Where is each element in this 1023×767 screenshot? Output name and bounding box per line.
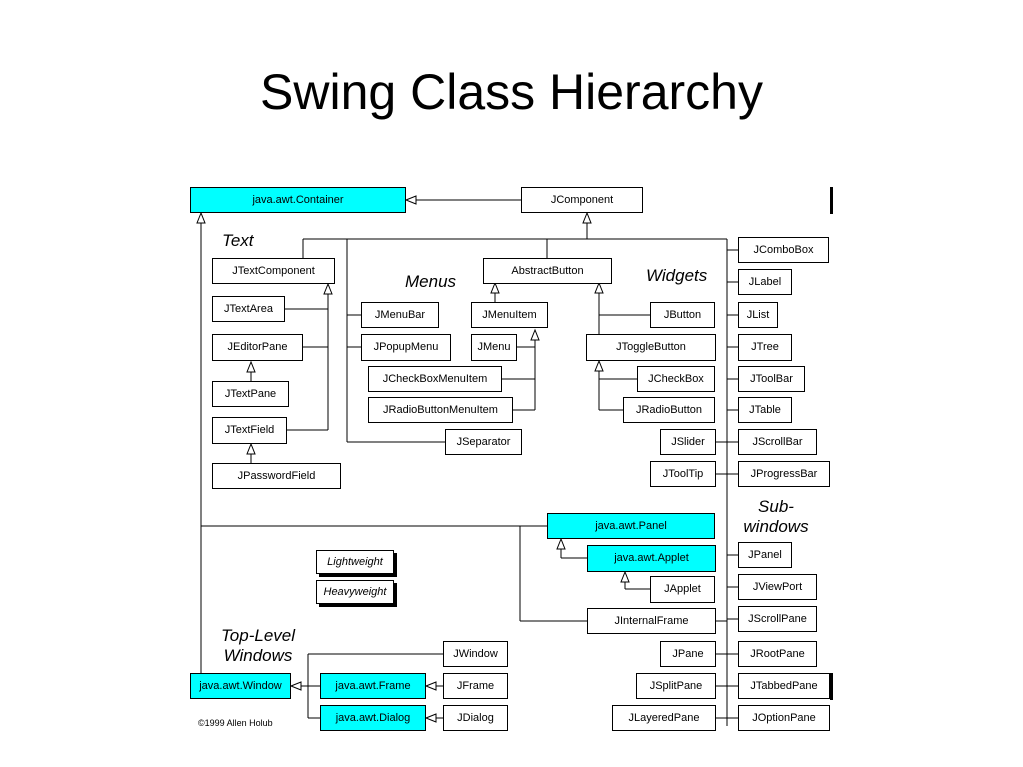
class-jtree: JTree bbox=[738, 334, 792, 361]
class-jradiobutton: JRadioButton bbox=[623, 397, 715, 423]
arrow-jmenuitem bbox=[530, 328, 540, 341]
class-jinternalframe: JInternalFrame bbox=[587, 608, 716, 634]
class-jpane: JPane bbox=[660, 641, 716, 667]
class-jradiobuttonmenuitem: JRadioButtonMenuItem bbox=[368, 397, 513, 423]
section-label-toplevel: Top-Level Windows bbox=[212, 626, 304, 666]
arrow-abstractbutton-right bbox=[594, 281, 604, 294]
class-jcheckboxmenuitem: JCheckBoxMenuItem bbox=[368, 366, 502, 392]
arrow-applet bbox=[620, 570, 630, 583]
copyright-notice: ©1999 Allen Holub bbox=[198, 718, 273, 728]
class-jtable: JTable bbox=[738, 397, 792, 423]
class-joptionpane: JOptionPane bbox=[738, 705, 830, 731]
class-java-awt-window: java.awt.Window bbox=[190, 673, 291, 699]
class-jpasswordfield: JPasswordField bbox=[212, 463, 341, 489]
class-jlayeredpane: JLayeredPane bbox=[612, 705, 716, 731]
page-title: Swing Class Hierarchy bbox=[260, 64, 763, 120]
class-java-awt-frame: java.awt.Frame bbox=[320, 673, 426, 699]
class-jtogglebutton: JToggleButton bbox=[586, 334, 716, 361]
arrow-abstractbutton-left bbox=[490, 281, 500, 294]
crop-edge-mark-bottom bbox=[830, 673, 833, 700]
class-jmenubar: JMenuBar bbox=[361, 302, 439, 328]
class-java-awt-dialog: java.awt.Dialog bbox=[320, 705, 426, 731]
arrow-dialog bbox=[424, 713, 437, 723]
section-label-text: Text bbox=[222, 231, 254, 250]
class-abstractbutton: AbstractButton bbox=[483, 258, 612, 284]
class-jrootpane: JRootPane bbox=[738, 641, 817, 667]
section-label-subwindows: Sub- windows bbox=[734, 497, 818, 537]
class-jframe: JFrame bbox=[443, 673, 508, 699]
class-jseparator: JSeparator bbox=[445, 429, 522, 455]
class-jtextarea: JTextArea bbox=[212, 296, 285, 322]
class-jtooltip: JToolTip bbox=[650, 461, 716, 487]
section-label-toplevel-line1: Top-Level bbox=[220, 626, 296, 645]
class-jtextfield: JTextField bbox=[212, 417, 287, 444]
legend-lightweight: Lightweight bbox=[316, 550, 394, 574]
legend-heavyweight: Heavyweight bbox=[316, 580, 394, 604]
section-label-menus: Menus bbox=[405, 272, 457, 291]
arrow-panel bbox=[556, 537, 566, 550]
class-jmenu: JMenu bbox=[471, 334, 517, 361]
class-jeditorpane: JEditorPane bbox=[212, 334, 303, 361]
arrow-window bbox=[289, 681, 302, 691]
class-jscrollbar: JScrollBar bbox=[738, 429, 817, 455]
arrow-container bbox=[404, 195, 417, 205]
class-jmenuitem: JMenuItem bbox=[471, 302, 548, 328]
class-jsplitpane: JSplitPane bbox=[636, 673, 716, 699]
class-jprogressbar: JProgressBar bbox=[738, 461, 830, 487]
arrow-container-trunk bbox=[196, 211, 206, 224]
class-jviewport: JViewPort bbox=[738, 574, 817, 600]
crop-edge-mark-top bbox=[830, 187, 833, 214]
class-jdialog: JDialog bbox=[443, 705, 508, 731]
class-jlabel: JLabel bbox=[738, 269, 792, 295]
arrow-jcomponent bbox=[582, 211, 592, 224]
class-jtextpane: JTextPane bbox=[212, 381, 289, 407]
section-label-toplevel-line2: Windows bbox=[223, 646, 293, 665]
class-jcombobox: JComboBox bbox=[738, 237, 829, 263]
arrow-jeditorpane bbox=[246, 360, 256, 373]
class-java-awt-container: java.awt.Container bbox=[190, 187, 406, 213]
class-jpanel: JPanel bbox=[738, 542, 792, 568]
class-jcheckbox: JCheckBox bbox=[637, 366, 715, 392]
class-jtabbedpane: JTabbedPane bbox=[738, 673, 830, 699]
class-jtextcomponent: JTextComponent bbox=[212, 258, 335, 284]
class-java-awt-panel: java.awt.Panel bbox=[547, 513, 715, 539]
section-label-subwindows-line2: windows bbox=[743, 517, 809, 536]
class-jtoolbar: JToolBar bbox=[738, 366, 805, 392]
class-java-awt-applet: java.awt.Applet bbox=[587, 545, 716, 572]
class-jbutton: JButton bbox=[650, 302, 715, 328]
arrow-jtextcomponent bbox=[323, 282, 333, 295]
class-jwindow: JWindow bbox=[443, 641, 508, 667]
arrow-frame bbox=[424, 681, 437, 691]
class-jpopupmenu: JPopupMenu bbox=[361, 334, 451, 361]
class-jscrollpane: JScrollPane bbox=[738, 606, 817, 632]
class-jcomponent: JComponent bbox=[521, 187, 643, 213]
section-label-subwindows-line1: Sub- bbox=[758, 497, 794, 516]
section-label-widgets: Widgets bbox=[646, 266, 708, 285]
class-japplet: JApplet bbox=[650, 576, 715, 603]
class-jslider: JSlider bbox=[660, 429, 716, 455]
arrow-jtogglebutton bbox=[594, 359, 604, 372]
arrow-jtextfield bbox=[246, 442, 256, 455]
class-jlist: JList bbox=[738, 302, 778, 328]
